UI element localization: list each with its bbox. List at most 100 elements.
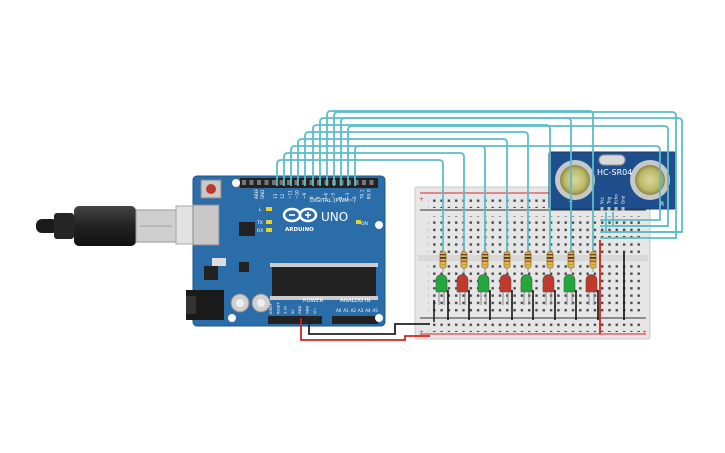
- sensor-pin-label: Vcc: [600, 197, 605, 204]
- analog-header-label: ANALOG IN: [340, 298, 371, 304]
- power-pin-label: Vin: [313, 308, 317, 314]
- sensor-wire: [605, 212, 682, 233]
- led-red: [585, 274, 598, 293]
- resistor-band: [525, 257, 531, 259]
- digital-pin-label: 2: [352, 196, 357, 199]
- sensor-wire: [340, 117, 683, 233]
- analog-pin-label: A1: [343, 308, 349, 313]
- resistor-band: [525, 263, 531, 266]
- rail-plus-label: +: [419, 196, 424, 203]
- led-green: [477, 274, 490, 293]
- power-pin-label: RESET: [276, 302, 280, 314]
- power-wires: [300, 240, 625, 341]
- sensor-pin: [614, 207, 618, 211]
- analog-pin-label: A5: [373, 308, 379, 313]
- sensor-pin-label: Trig: [607, 196, 612, 205]
- power-header-label: POWER: [303, 298, 324, 304]
- resistor-band: [590, 257, 596, 259]
- resistor-band: [440, 254, 446, 256]
- arduino-uno-board: UNO ARDUINO DIGITAL (PWM~) ON POWER ANAL…: [186, 175, 386, 327]
- led-signal-wire: [276, 159, 444, 254]
- resistor-band: [504, 263, 510, 266]
- digital-pin-label: 8: [309, 196, 314, 199]
- resistor-band: [547, 257, 553, 259]
- digital-pin-label: 13: [273, 193, 278, 199]
- led-red: [499, 274, 512, 293]
- resistor-band: [568, 257, 574, 259]
- digital-pin-label: ~5: [331, 192, 336, 199]
- digital-pin-label: ~9: [302, 192, 307, 199]
- aref-pin-label: AREF: [254, 188, 259, 199]
- usb-cable: [36, 205, 221, 246]
- rail-plus-label-bottom: +: [419, 329, 424, 336]
- power-pin-label: GND: [306, 306, 310, 314]
- power-pin-label: 3.3V: [284, 305, 288, 314]
- digital-pin-label: TX 1: [359, 189, 364, 200]
- resistor-band: [440, 257, 446, 259]
- resistor-band: [461, 263, 467, 266]
- resistor-band: [590, 254, 596, 256]
- sensor-pin: [600, 207, 604, 211]
- resistor-band: [590, 260, 596, 262]
- resistor-band: [525, 260, 531, 262]
- resistor-band: [547, 263, 553, 266]
- digital-pin-label: ~10: [295, 190, 300, 199]
- led-signal-wire: [304, 131, 529, 254]
- analog-pin-label: A0: [336, 308, 342, 313]
- resistor-band: [482, 263, 488, 266]
- led-green: [435, 274, 448, 293]
- rx-led-label: RX: [257, 228, 263, 234]
- resistor-band: [440, 260, 446, 262]
- board-model-label: UNO: [321, 210, 348, 224]
- resistor-band: [482, 257, 488, 259]
- resistor-band: [525, 254, 531, 256]
- resistor-band: [547, 260, 553, 262]
- analog-pin-label: A4: [365, 308, 371, 313]
- analog-pin-label: A3: [358, 308, 364, 313]
- resistor-band: [461, 257, 467, 259]
- digital-pin-label: 4: [338, 196, 343, 199]
- rail-plus-label-right: +: [642, 329, 647, 336]
- led-signal-wire: [326, 110, 594, 254]
- resistor-band: [504, 260, 510, 262]
- sensor-pin: [607, 207, 611, 211]
- sensor-wire: [333, 111, 677, 239]
- resistor-band: [461, 260, 467, 262]
- gnd-pin-label: GND: [260, 190, 265, 199]
- resistor-band: [440, 263, 446, 266]
- resistor-band: [568, 260, 574, 262]
- sensor-wire: [354, 145, 661, 221]
- led-green: [563, 274, 576, 293]
- resistor-band: [590, 263, 596, 266]
- digital-pin-label: 12: [280, 193, 285, 199]
- tx-led-label: TX: [256, 220, 263, 226]
- resistor-band: [504, 254, 510, 256]
- 5v-wire: [300, 318, 430, 341]
- resistor-band: [568, 254, 574, 256]
- l-led-label: L: [259, 207, 262, 213]
- power-pin-label: GND: [298, 306, 302, 314]
- arduino-logo: [282, 207, 318, 223]
- power-pin-label: IOREF: [269, 303, 273, 314]
- sensor-wire: [612, 212, 668, 227]
- led-green: [520, 274, 533, 293]
- digital-pin-label: ~6: [323, 192, 328, 199]
- sensor-wire: [347, 125, 669, 227]
- on-led-label: ON: [361, 221, 368, 227]
- sensor-pin-label: Echo: [614, 194, 619, 204]
- digital-pin-label: ~11: [287, 190, 292, 199]
- power-pin-label: 5V: [291, 309, 295, 314]
- sensor-model-label: HC-SR04: [597, 168, 632, 177]
- resistor-band: [461, 254, 467, 256]
- board-brand-label: ARDUINO: [285, 227, 314, 233]
- resistor-band: [568, 263, 574, 266]
- led-signal-wire: [312, 124, 551, 254]
- digital-pin-label: 7: [316, 196, 321, 199]
- jumper-wires: [276, 110, 683, 254]
- digital-header-label: DIGITAL (PWM~): [310, 198, 356, 204]
- led-signal-wire: [297, 138, 508, 254]
- led-red: [542, 274, 555, 293]
- led-signal-wire: [283, 152, 465, 254]
